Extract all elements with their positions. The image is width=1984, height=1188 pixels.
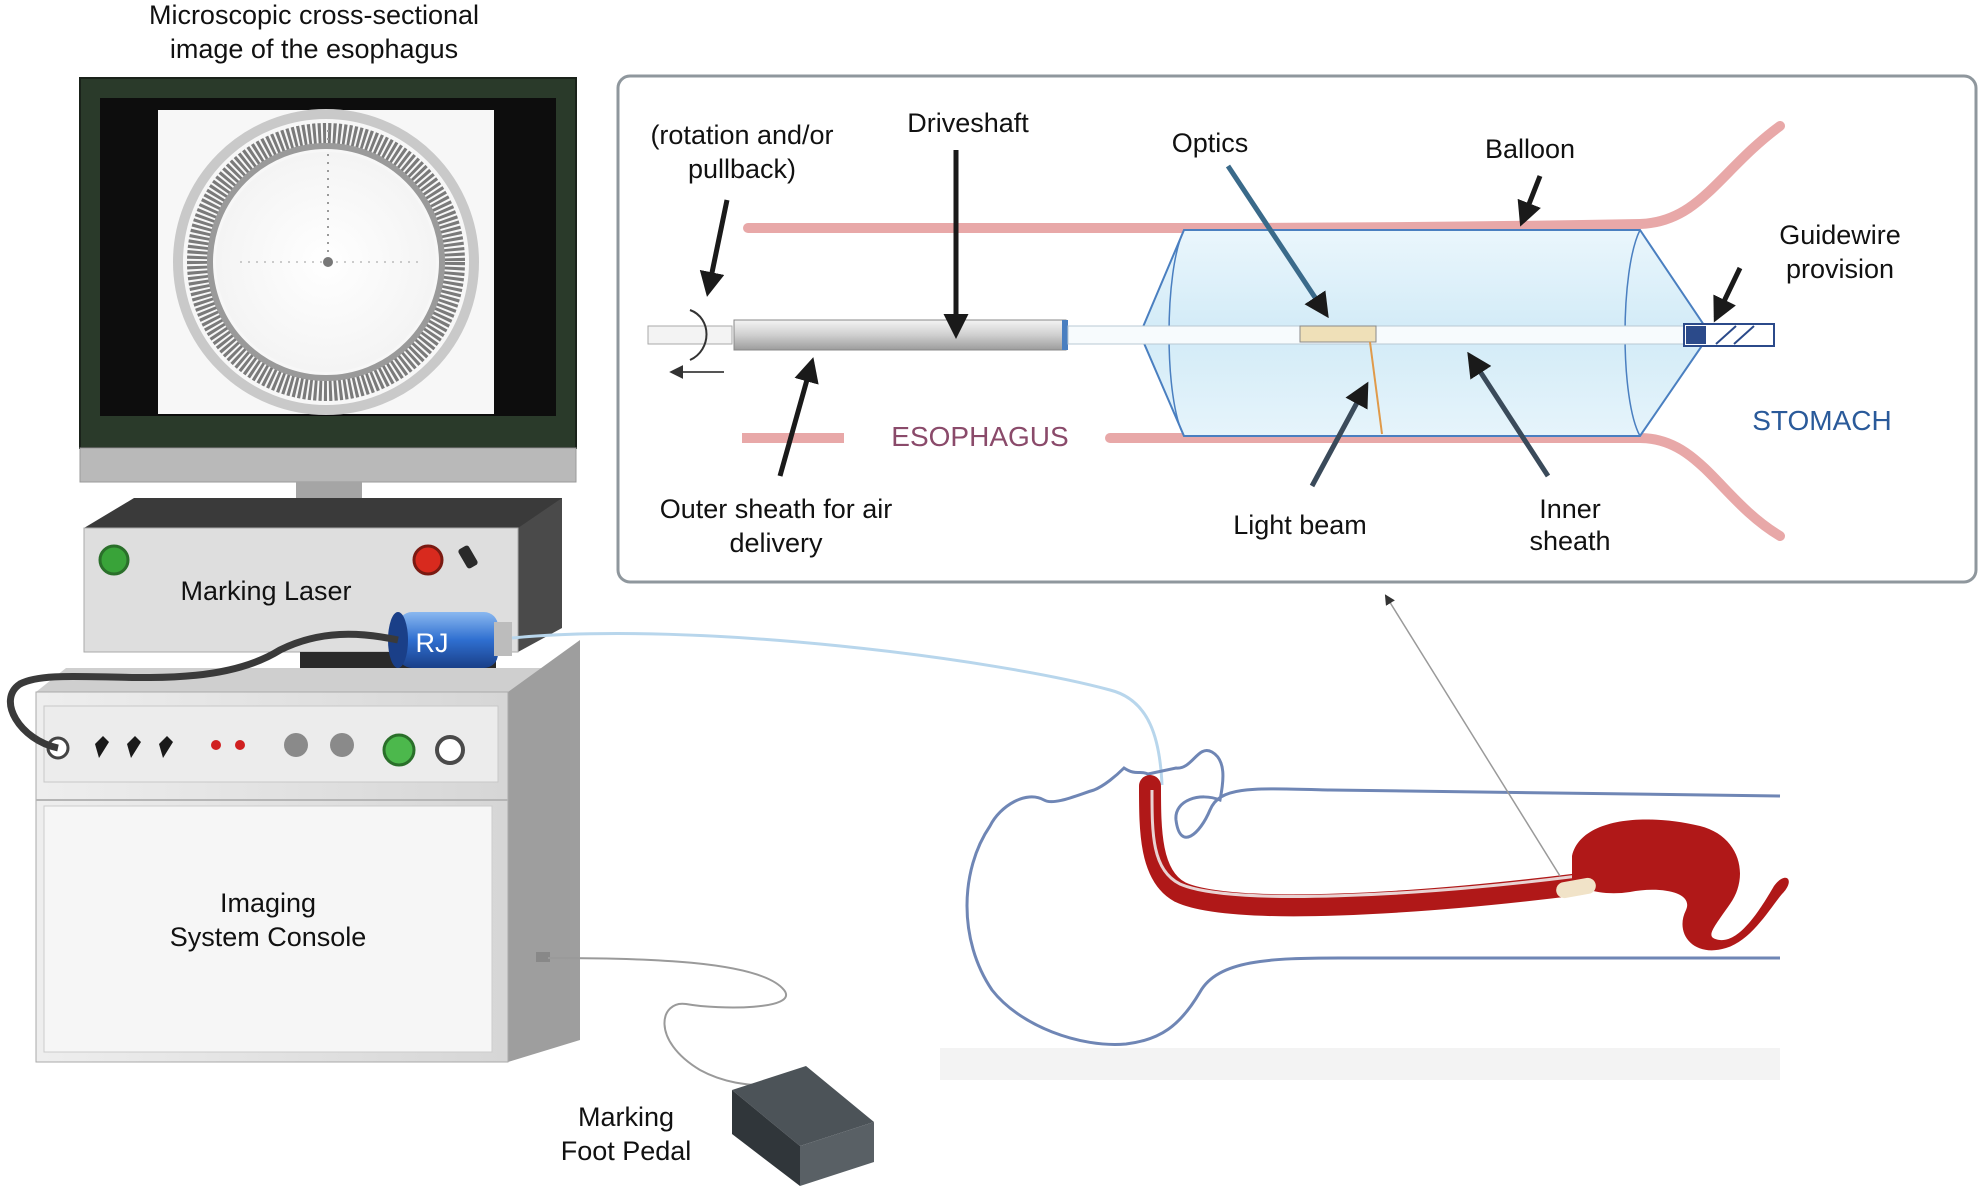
rotation-callout-arrow bbox=[699, 199, 730, 297]
driveshaft-label: Driveshaft bbox=[907, 108, 1029, 138]
rj-tip bbox=[494, 622, 512, 656]
console-dial-2[interactable] bbox=[330, 733, 354, 757]
console-knob-2[interactable] bbox=[127, 736, 141, 758]
rotation-label-line2: pullback) bbox=[688, 154, 796, 184]
outer-sheath-stub bbox=[647, 325, 733, 345]
esophagus-label: ESOPHAGUS bbox=[891, 421, 1068, 452]
guidewire-label-line1: Guidewire bbox=[1779, 220, 1901, 250]
patient-balloon-capsule bbox=[1556, 877, 1596, 899]
esophagus-wall-bottom-right bbox=[1105, 433, 1785, 541]
esophagus-ring-inner bbox=[207, 143, 445, 381]
pedal-front bbox=[732, 1090, 800, 1186]
guidewire-port-inner bbox=[1686, 326, 1706, 344]
console-dial-1[interactable] bbox=[284, 733, 308, 757]
console-rj-cable bbox=[6, 630, 399, 752]
patient-illustration bbox=[940, 749, 1789, 1080]
inner-sheath-callout-arrow bbox=[1467, 351, 1551, 478]
guidewire-hatch-1 bbox=[1715, 325, 1737, 345]
outer-sheath-label-line2: delivery bbox=[729, 528, 823, 558]
stomach-label: STOMACH bbox=[1752, 405, 1892, 436]
esophagus-ring-band bbox=[187, 123, 465, 401]
console-label-line2: System Console bbox=[170, 922, 367, 952]
console-indicator-red-2 bbox=[235, 740, 245, 750]
light-beam-ray bbox=[1369, 341, 1383, 435]
balloon-label: Balloon bbox=[1485, 134, 1575, 164]
laser-side bbox=[518, 498, 562, 652]
patient-esophagus-core bbox=[1150, 789, 1579, 898]
inner-sheath-label-line1: Inner bbox=[1539, 494, 1601, 524]
console-control-strip bbox=[43, 705, 499, 783]
light-beam-callout-arrow bbox=[1309, 381, 1369, 488]
esophagus-wall-top bbox=[743, 121, 1785, 233]
optics-callout-arrow bbox=[1225, 164, 1329, 319]
inset-pointer-line bbox=[1384, 594, 1561, 877]
laser-key-switch[interactable] bbox=[457, 544, 478, 569]
esophagus-ring-outer bbox=[173, 109, 479, 415]
driveshaft-sheath bbox=[733, 319, 1067, 351]
pedal-top bbox=[732, 1066, 874, 1146]
probe-center bbox=[323, 257, 333, 267]
patient-body-outline bbox=[965, 749, 1781, 1046]
console-indicator-red-1 bbox=[211, 740, 221, 750]
monitor bbox=[79, 77, 577, 512]
balloon-callout-arrow bbox=[1517, 175, 1543, 227]
rotation-arc bbox=[689, 309, 708, 361]
monitor-caption-line1: Microscopic cross-sectional bbox=[149, 0, 479, 30]
console-green-button[interactable] bbox=[382, 733, 416, 767]
patient-stomach bbox=[1572, 819, 1789, 951]
sheath-collar bbox=[1062, 320, 1068, 350]
laser-top bbox=[84, 498, 562, 528]
console-side bbox=[508, 640, 580, 1062]
optics-lens bbox=[1299, 325, 1377, 343]
optics-label: Optics bbox=[1172, 128, 1249, 158]
marking-foot-pedal[interactable] bbox=[732, 1066, 874, 1186]
rj-label: RJ bbox=[416, 628, 449, 658]
laser-power-green-button[interactable] bbox=[98, 544, 130, 576]
guidewire-hatch-2 bbox=[1733, 325, 1755, 345]
light-beam-label: Light beam bbox=[1233, 510, 1367, 540]
optical-fiber bbox=[511, 632, 1164, 786]
guidewire-label-line2: provision bbox=[1786, 254, 1894, 284]
inner-sheath bbox=[1067, 325, 1687, 345]
rotation-label-line1: (rotation and/or bbox=[650, 120, 833, 150]
imaging-console bbox=[35, 640, 580, 1063]
monitor-caption-line2: image of the esophagus bbox=[170, 34, 458, 64]
pedal-jack bbox=[536, 952, 550, 962]
foot-pedal-cable bbox=[547, 957, 805, 1093]
console-knob-1[interactable] bbox=[95, 736, 109, 758]
catheter-inset bbox=[616, 74, 1978, 584]
pedal-label-line1: Marking bbox=[578, 1102, 674, 1132]
rj-body bbox=[398, 612, 498, 668]
marking-laser-label: Marking Laser bbox=[180, 576, 351, 606]
console-panel bbox=[43, 805, 493, 1053]
exam-table bbox=[940, 1048, 1780, 1080]
patient-esophagus bbox=[1139, 775, 1591, 917]
console-white-button[interactable] bbox=[435, 735, 465, 765]
pedal-label-line2: Foot Pedal bbox=[561, 1136, 692, 1166]
monitor-chin bbox=[79, 447, 577, 483]
pedal-side bbox=[800, 1122, 874, 1186]
outer-sheath-callout-arrow bbox=[777, 357, 819, 477]
inner-sheath-label-line2: sheath bbox=[1529, 526, 1610, 556]
outer-sheath-label-line1: Outer sheath for air bbox=[660, 494, 893, 524]
guidewire-callout-arrow bbox=[1713, 266, 1743, 323]
console-knob-3[interactable] bbox=[159, 736, 173, 758]
laser-red-button[interactable] bbox=[412, 544, 444, 576]
console-label-line1: Imaging bbox=[220, 888, 316, 918]
